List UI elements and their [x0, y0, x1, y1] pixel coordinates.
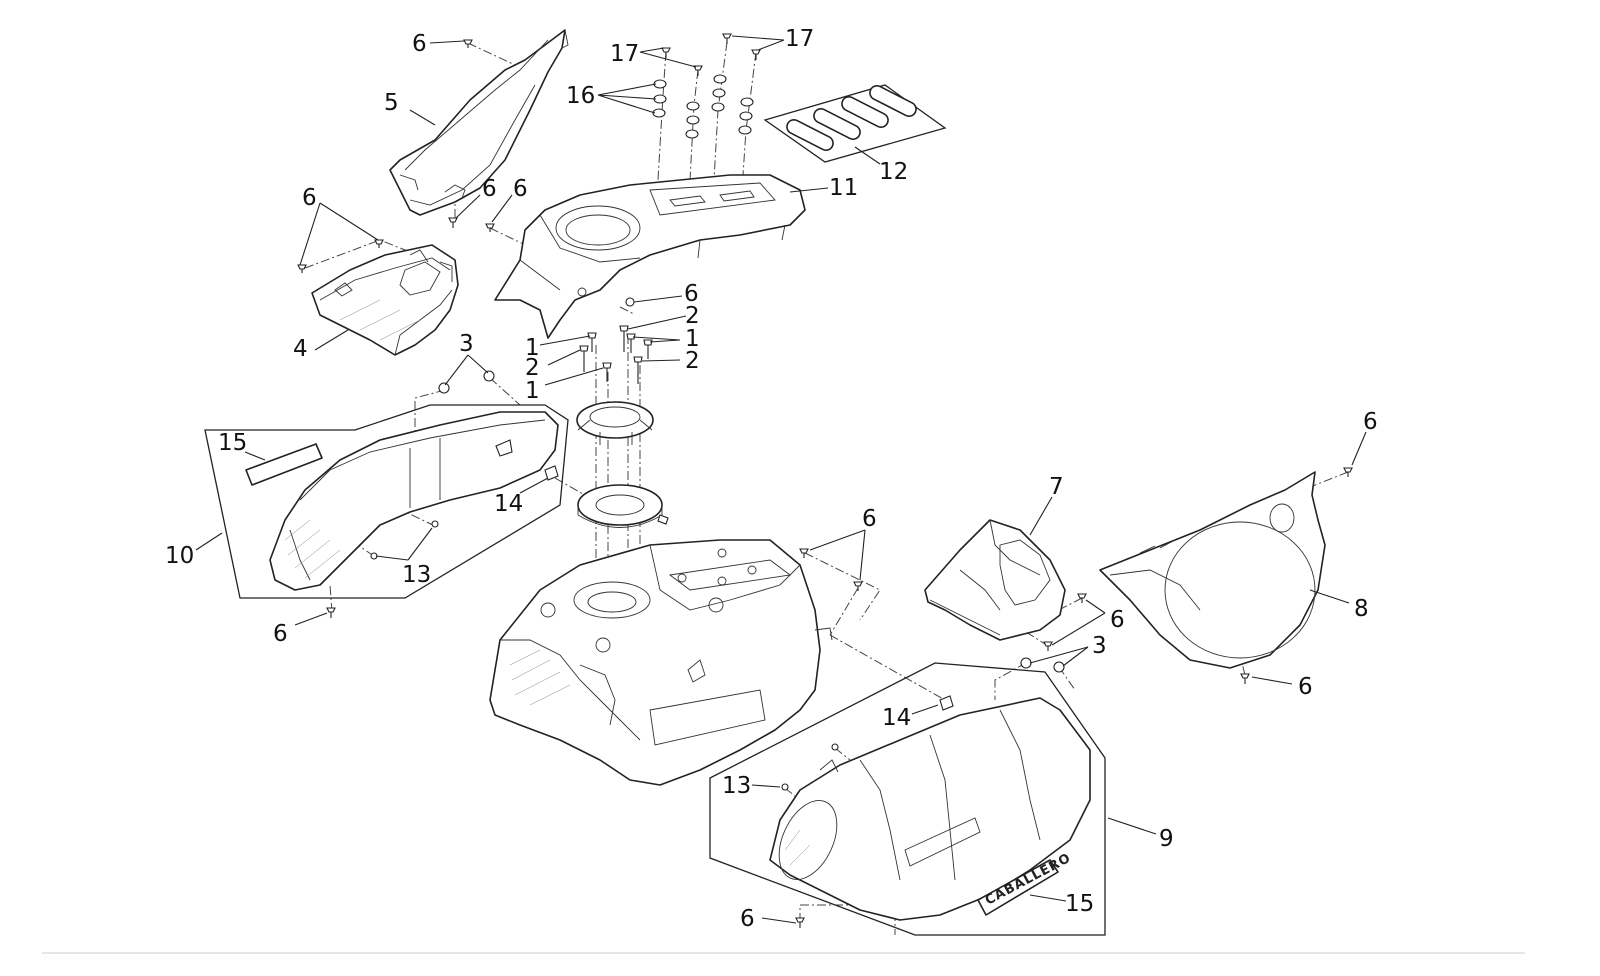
part-number-labels: 6 5 6 6 6 4 3 17 17 16 12 11 6 2 1 1 2 2… [165, 26, 1378, 932]
label-6: 6 [273, 621, 288, 647]
label-6: 6 [862, 506, 877, 532]
label-11: 11 [829, 175, 858, 201]
label-16: 16 [566, 83, 595, 109]
part-7-right-inner-panel [924, 519, 1066, 641]
label-2: 2 [685, 303, 700, 329]
label-6: 6 [513, 176, 528, 202]
part-10-left-cover-group [204, 404, 569, 599]
label-2: 2 [685, 348, 700, 374]
label-6: 6 [1363, 409, 1378, 435]
label-2: 2 [525, 355, 540, 381]
label-13: 13 [722, 773, 751, 799]
label-7: 7 [1049, 474, 1064, 500]
label-1: 1 [525, 378, 540, 404]
label-17: 17 [610, 41, 639, 67]
label-12: 12 [879, 159, 908, 185]
part-4-side-panel [311, 244, 459, 356]
part-8-right-side-panel [1099, 471, 1326, 669]
part-12-rubber-inserts [763, 84, 947, 163]
label-9: 9 [1159, 826, 1174, 852]
fuel-filler-cap-assembly [576, 401, 669, 528]
label-6: 6 [412, 31, 427, 57]
label-6: 6 [1110, 607, 1125, 633]
label-17: 17 [785, 26, 814, 52]
label-15: 15 [1065, 891, 1094, 917]
fuel-tank-body [489, 539, 833, 786]
label-1: 1 [525, 335, 540, 361]
part-16-washers [652, 74, 754, 139]
part-3-clips [438, 370, 1065, 673]
label-6: 6 [1298, 674, 1313, 700]
label-10: 10 [165, 543, 194, 569]
part-11-top-cover [494, 174, 806, 339]
fastener-screws [297, 33, 1353, 928]
label-14: 14 [882, 705, 911, 731]
label-4: 4 [293, 336, 308, 362]
label-6: 6 [740, 906, 755, 932]
label-13: 13 [402, 562, 431, 588]
leader-lines [195, 35, 1367, 924]
label-3: 3 [459, 331, 474, 357]
label-8: 8 [1354, 596, 1369, 622]
label-15: 15 [218, 430, 247, 456]
label-5: 5 [384, 90, 399, 116]
label-6: 6 [684, 281, 699, 307]
label-6: 6 [302, 185, 317, 211]
label-3: 3 [1092, 633, 1107, 659]
part-5-cover-panel [389, 29, 569, 216]
label-14: 14 [494, 491, 523, 517]
label-1: 1 [685, 326, 700, 352]
label-6: 6 [482, 176, 497, 202]
